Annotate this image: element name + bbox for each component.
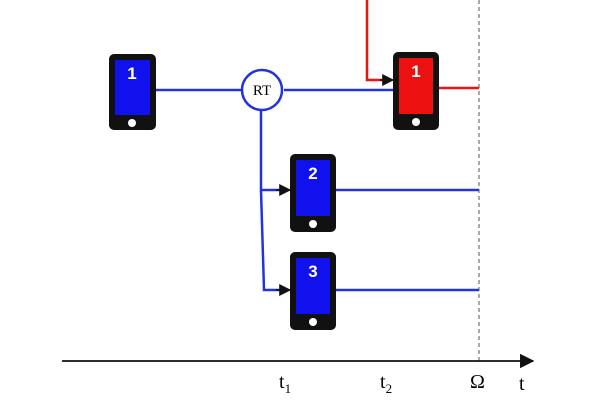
phone-receiver-b: 2 bbox=[290, 154, 336, 232]
axis-label-end: t bbox=[519, 373, 525, 395]
axis-label-t1-main: t bbox=[279, 371, 285, 393]
axis-label-t1: t1 bbox=[279, 371, 291, 396]
relay-node: RT bbox=[240, 68, 284, 112]
phone-origin-screen bbox=[115, 60, 150, 115]
phone-receiver-a: 1 bbox=[393, 52, 439, 130]
phone-receiver-b-home-button bbox=[309, 220, 317, 228]
axis-label-deadline: Ω bbox=[470, 371, 485, 393]
relay-circle bbox=[240, 68, 284, 112]
axis-label-t2-sub: 2 bbox=[386, 381, 393, 396]
phone-receiver-a-label: 1 bbox=[411, 62, 420, 81]
relay-label: RT bbox=[253, 83, 271, 99]
axis-label-t1-sub: 1 bbox=[285, 381, 292, 396]
phone-receiver-c: 3 bbox=[290, 252, 336, 330]
phone-receiver-c-screen bbox=[296, 258, 330, 314]
phone-receiver-a-home-button bbox=[412, 118, 420, 126]
phone-origin-label: 1 bbox=[127, 64, 136, 83]
phone-origin-home-button bbox=[128, 119, 136, 127]
phone-origin: 1 bbox=[109, 54, 156, 130]
axis-label-t2: t2 bbox=[380, 371, 392, 396]
red-link-in bbox=[365, 0, 391, 82]
phone-receiver-b-label: 2 bbox=[308, 164, 317, 183]
blue-branch-b bbox=[259, 108, 288, 192]
phone-receiver-a-screen bbox=[399, 58, 433, 114]
axis-label-t2-main: t bbox=[380, 371, 386, 393]
phone-receiver-c-home-button bbox=[309, 318, 317, 326]
phone-receiver-c-label: 3 bbox=[308, 262, 317, 281]
blue-branch-c bbox=[259, 189, 288, 292]
phone-receiver-b-screen bbox=[296, 160, 330, 216]
